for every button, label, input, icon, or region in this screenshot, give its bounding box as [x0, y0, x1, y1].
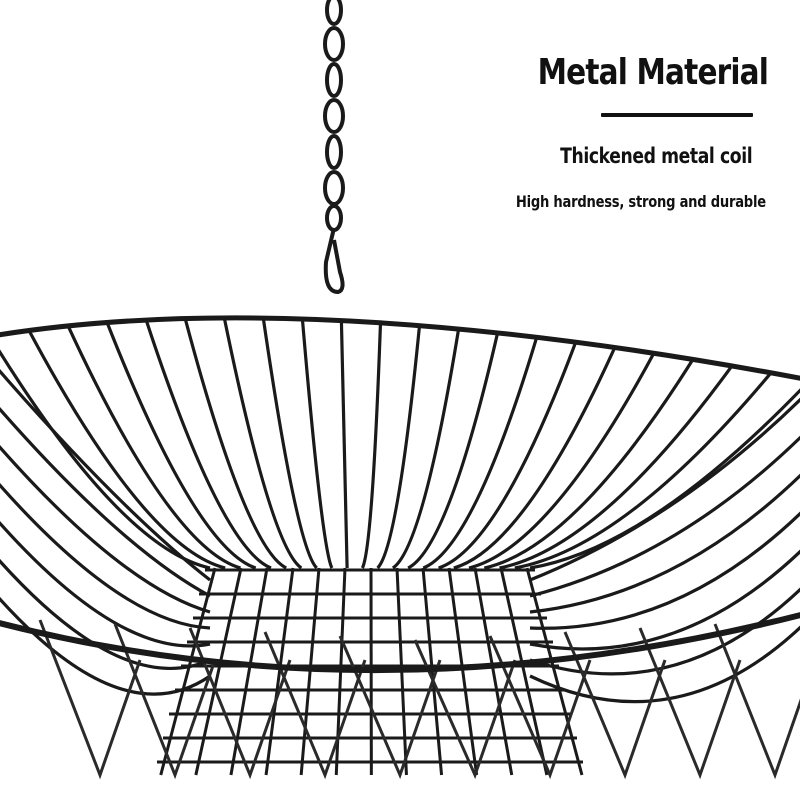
grid-wire	[473, 567, 514, 776]
basket-side-wire	[529, 587, 800, 676]
title: Metal Material	[537, 52, 769, 93]
basket-front-wires	[38, 619, 800, 780]
basket-side-wire	[0, 406, 211, 598]
basket-wire	[499, 364, 734, 570]
basket-front-wire	[413, 639, 517, 780]
basket-wire	[27, 329, 226, 570]
basket-side-wire	[0, 444, 211, 614]
chain-hook	[323, 227, 345, 295]
grid-wire	[264, 567, 295, 776]
basket-front-wire	[113, 623, 217, 780]
basket-wire	[105, 321, 257, 570]
basket-wire	[391, 328, 461, 570]
basket-wire	[422, 336, 539, 570]
basket-side-wire	[0, 482, 211, 630]
basket-front-rim	[0, 612, 800, 674]
basket-side-wire	[0, 596, 211, 696]
basket-wire	[438, 341, 578, 570]
grid-wire	[194, 567, 243, 776]
basket-front-wire	[38, 619, 142, 780]
basket-wire	[483, 358, 695, 570]
basket-side-wire	[529, 549, 800, 651]
basket-wire	[407, 332, 500, 570]
grid-wire	[525, 567, 584, 776]
basket-front-wire	[563, 631, 667, 780]
basket-wire	[514, 371, 773, 570]
grid-wire	[159, 567, 217, 776]
hanging-chain	[323, 0, 345, 232]
basket-side-wire	[0, 520, 211, 648]
basket-wire	[453, 346, 617, 570]
basket-side-wire	[529, 473, 800, 614]
basket-wire	[376, 325, 422, 570]
basket-front-wire	[263, 631, 367, 780]
basket-side-wire	[0, 369, 211, 582]
basket-wire	[339, 320, 349, 569]
title-underline	[601, 113, 753, 117]
basket-side-wire	[0, 558, 211, 670]
basket-top-rim	[0, 315, 800, 381]
basket-front-wire	[338, 635, 442, 780]
basket-wire	[261, 317, 318, 570]
basket-back-wires	[0, 317, 800, 704]
basket-wire	[144, 319, 272, 570]
basket-wire	[468, 352, 656, 570]
basket-front-wire	[188, 627, 292, 780]
tagline: High hardness, strong and durable	[516, 192, 766, 211]
grid-wire	[447, 567, 479, 776]
basket-front-wire	[638, 627, 742, 780]
basket-wire	[360, 322, 383, 569]
basket-side-wire	[529, 397, 800, 582]
grid-wire	[499, 567, 549, 776]
basket-front-wire	[488, 635, 592, 780]
subtitle: Thickened metal coil	[559, 144, 752, 168]
basket-front-wire	[713, 623, 800, 780]
basket-side-wire	[529, 625, 800, 704]
basket-side-wire	[529, 511, 800, 630]
basket-wire	[222, 317, 303, 570]
basket-wire	[300, 318, 334, 569]
basket-side-wire	[529, 435, 800, 598]
basket-wire	[66, 325, 241, 570]
basket-wire	[183, 318, 287, 570]
basket-wire	[0, 349, 211, 570]
